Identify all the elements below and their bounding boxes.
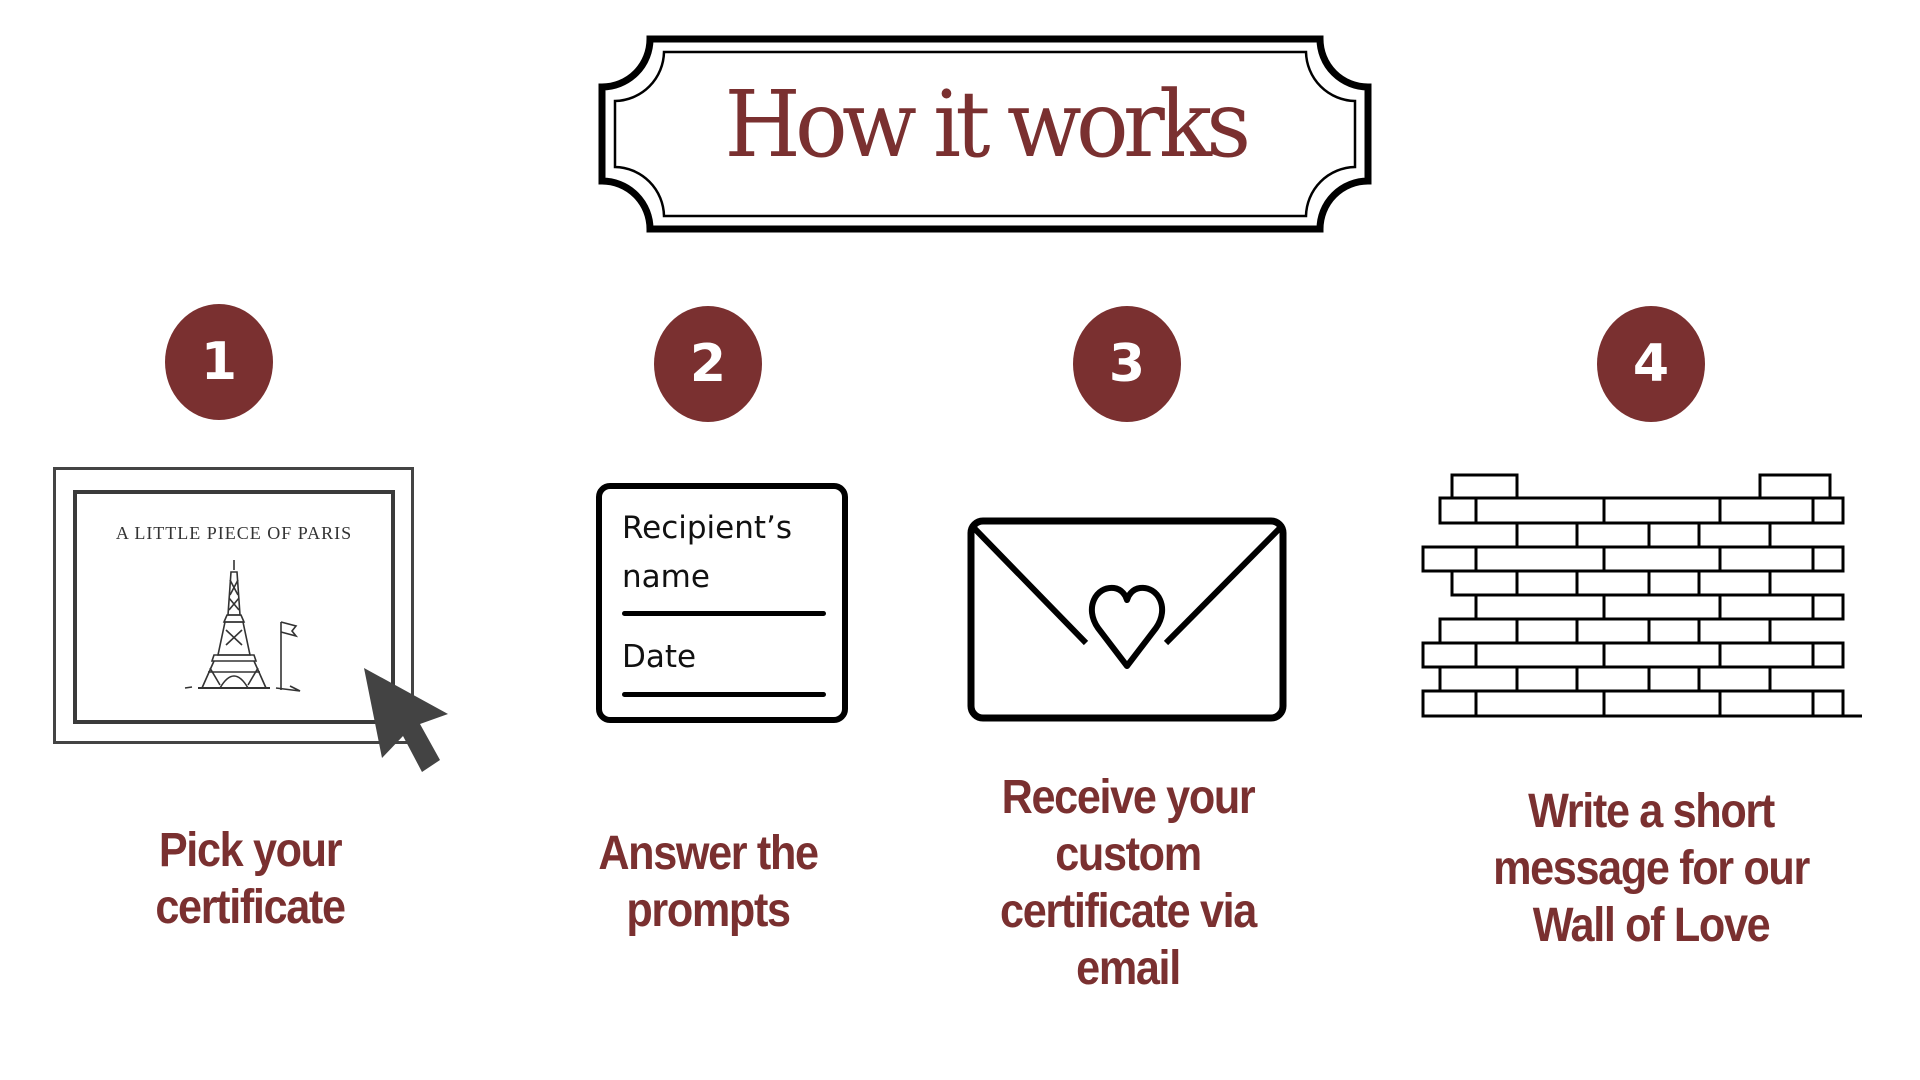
brick — [1718, 641, 1815, 669]
brick — [1515, 665, 1579, 693]
brick — [1602, 641, 1722, 669]
brick — [1602, 545, 1722, 573]
brick — [1575, 521, 1651, 549]
brick — [1474, 593, 1606, 621]
brick — [1474, 689, 1606, 718]
brick — [1438, 496, 1478, 525]
step-3-caption-line: Receive your — [1001, 771, 1256, 824]
step-3-caption-line: email — [1076, 942, 1181, 995]
step-4-caption: Write a short message for our Wall of Lo… — [1453, 783, 1849, 954]
brick — [1450, 473, 1519, 500]
step-4-caption-line: Write a short — [1528, 785, 1775, 838]
brick — [1438, 665, 1519, 693]
brick — [1697, 617, 1772, 645]
mouse-cursor-icon — [364, 668, 448, 772]
brick — [1647, 617, 1701, 645]
page-title: How it works — [724, 71, 1252, 178]
step-1-badge: 1 — [165, 304, 273, 420]
brick — [1811, 641, 1845, 669]
step-4-caption-line: Wall of Love — [1532, 899, 1771, 952]
brick — [1602, 689, 1722, 718]
recipient-name-label-line2: name — [622, 559, 710, 595]
recipient-name-label-line1: Recipient’s — [622, 510, 793, 546]
title-banner-frame — [598, 35, 1372, 233]
brick — [1647, 569, 1701, 597]
brick — [1811, 545, 1845, 573]
step-2-caption-line: prompts — [626, 884, 791, 937]
brick — [1718, 545, 1815, 573]
brick — [1811, 593, 1845, 621]
date-underline — [622, 692, 826, 697]
step-4-caption-line: message for our — [1493, 842, 1810, 895]
brick — [1515, 521, 1579, 549]
step-1-caption: Pick your certificate — [52, 822, 448, 936]
brick — [1474, 545, 1606, 573]
step-1-caption-line: Pick your — [158, 824, 343, 877]
brick — [1450, 569, 1519, 597]
step-3-caption: Receive your custom certificate via emai… — [930, 769, 1326, 997]
brick — [1575, 617, 1651, 645]
brick — [1602, 496, 1722, 525]
brick — [1647, 665, 1701, 693]
brick-wall-icon — [1421, 473, 1862, 718]
brick — [1697, 665, 1772, 693]
brick — [1575, 665, 1651, 693]
brick — [1718, 689, 1815, 718]
brick — [1602, 593, 1722, 621]
certificate-title: A LITTLE PIECE OF PARIS — [115, 523, 353, 543]
certificate-inner-frame — [73, 490, 395, 724]
brick — [1718, 593, 1815, 621]
brick — [1811, 689, 1845, 718]
brick — [1575, 569, 1651, 597]
step-4-badge: 4 — [1597, 306, 1705, 422]
brick — [1811, 496, 1845, 525]
brick — [1697, 521, 1772, 549]
envelope-heart-icon — [967, 517, 1287, 722]
step-1-caption-line: certificate — [155, 881, 346, 934]
step-2-badge: 2 — [654, 306, 762, 422]
recipient-name-underline — [622, 611, 826, 616]
date-label: Date — [622, 639, 697, 675]
banner-frame-icon — [598, 35, 1372, 233]
brick — [1758, 473, 1832, 500]
brick — [1474, 496, 1606, 525]
brick — [1647, 521, 1701, 549]
step-3-caption-line: certificate via — [1000, 885, 1257, 938]
brick — [1438, 617, 1519, 645]
brick — [1421, 641, 1478, 669]
brick — [1697, 569, 1772, 597]
step-3-caption-line: custom — [1055, 828, 1202, 881]
step-3-badge: 3 — [1073, 306, 1181, 422]
brick — [1421, 689, 1478, 718]
brick — [1515, 569, 1579, 597]
step-2-caption: Answer the prompts — [510, 825, 906, 939]
brick — [1421, 545, 1478, 573]
brick — [1515, 617, 1579, 645]
brick — [1474, 641, 1606, 669]
step-2-caption-line: Answer the — [598, 827, 819, 880]
eiffel-tower-icon — [184, 560, 301, 692]
brick — [1718, 496, 1815, 525]
prompt-form-card — [596, 483, 848, 723]
